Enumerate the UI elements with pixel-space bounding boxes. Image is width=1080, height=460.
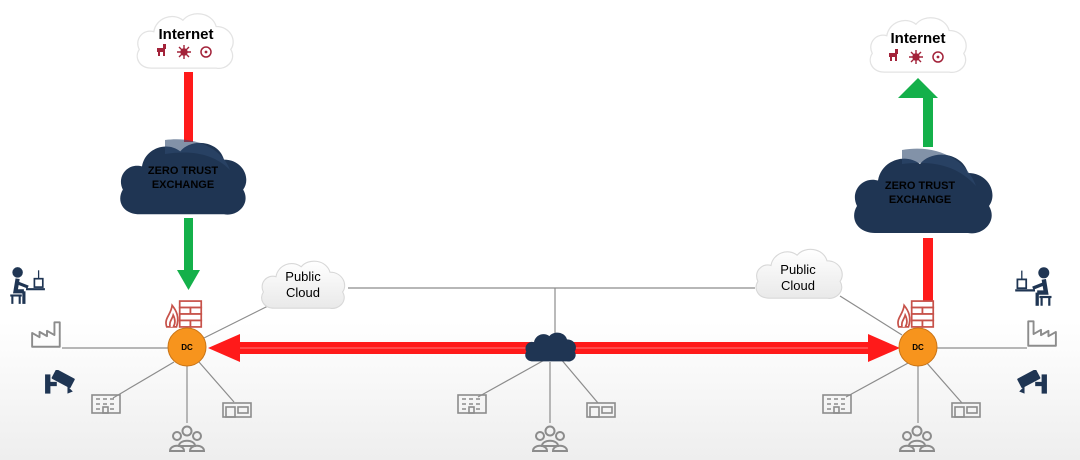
right-camera-icon xyxy=(1016,370,1047,394)
right-building-icon xyxy=(822,394,852,414)
left-internet-title: Internet xyxy=(158,26,213,43)
right-zte-cloud: ZERO TRUST EXCHANGE xyxy=(854,148,993,234)
left-public-cloud-line1: Public xyxy=(285,269,321,284)
horse-icon xyxy=(157,44,166,56)
right-firewall-icon xyxy=(897,300,935,328)
network-cloud-icon xyxy=(525,332,576,362)
right-dc-label: DC xyxy=(912,343,924,352)
connection-lines xyxy=(62,287,1027,423)
right-public-cloud: Public Cloud xyxy=(755,248,843,299)
horse-icon xyxy=(889,49,898,61)
right-zte-line2: EXCHANGE xyxy=(889,194,951,206)
left-allowed-arrow xyxy=(177,218,200,290)
left-factory-icon xyxy=(31,321,61,348)
wan-building-icon xyxy=(457,394,487,414)
left-public-cloud-line2: Cloud xyxy=(286,285,320,300)
radiation-icon xyxy=(200,46,212,58)
left-building-icon xyxy=(91,394,121,414)
right-people-icon xyxy=(898,425,936,453)
left-camera-icon xyxy=(45,370,76,394)
wan-people-icon xyxy=(531,425,569,453)
left-worker-icon xyxy=(10,267,45,304)
left-firewall-icon xyxy=(165,300,203,328)
right-factory-icon xyxy=(1027,320,1057,347)
left-zte-line1: ZERO TRUST xyxy=(148,165,219,177)
radiation-icon xyxy=(932,51,944,63)
right-worker-icon xyxy=(1015,267,1051,306)
left-internet-blocked-line xyxy=(184,72,193,142)
right-blocked-line xyxy=(923,238,933,302)
right-allowed-arrow xyxy=(898,78,938,147)
left-dc-node: DC xyxy=(167,327,207,367)
left-shop-icon xyxy=(222,402,252,418)
left-internet-cloud: Internet xyxy=(136,13,234,70)
left-zte-line2: EXCHANGE xyxy=(152,179,214,191)
right-internet-cloud: Internet xyxy=(869,17,967,74)
left-zte-cloud: ZERO TRUST EXCHANGE xyxy=(120,139,247,215)
wan-shop-icon xyxy=(586,402,616,418)
virus-icon xyxy=(177,45,191,59)
left-people-icon xyxy=(168,425,206,453)
right-public-cloud-line2: Cloud xyxy=(781,278,815,293)
right-public-cloud-line1: Public xyxy=(780,262,816,277)
left-dc-label: DC xyxy=(181,343,193,352)
right-internet-title: Internet xyxy=(890,30,945,47)
right-dc-node: DC xyxy=(898,327,938,367)
virus-icon xyxy=(909,50,923,64)
right-shop-icon xyxy=(951,402,981,418)
left-public-cloud: Public Cloud xyxy=(261,260,346,309)
right-zte-line1: ZERO TRUST xyxy=(885,180,956,192)
